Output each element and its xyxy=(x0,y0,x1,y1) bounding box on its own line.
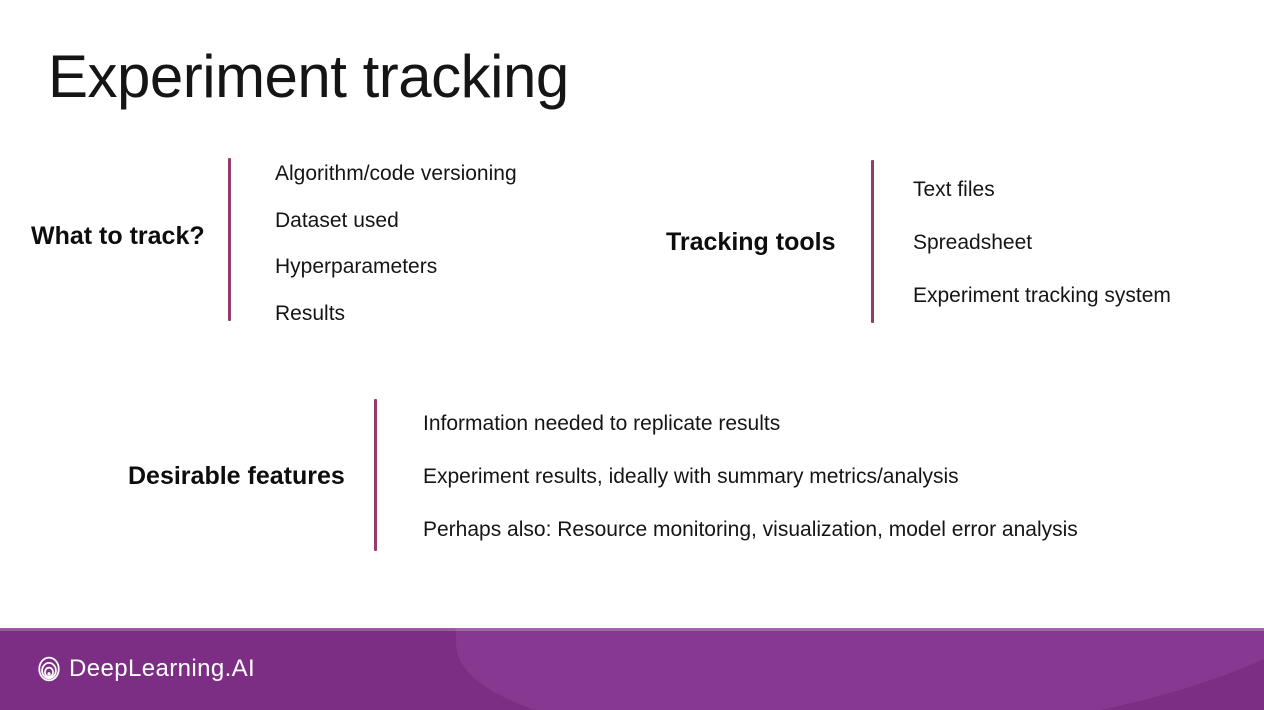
deeplearning-spiral-icon xyxy=(38,656,60,682)
block-divider-tracking-tools xyxy=(871,160,874,323)
block-divider-desirable-features xyxy=(374,399,377,551)
list-item: Experiment tracking system xyxy=(913,284,1171,307)
block-label-tracking-tools: Tracking tools xyxy=(666,228,836,256)
block-label-what-to-track: What to track? xyxy=(31,222,205,250)
brand-logo: DeepLearning.AI xyxy=(36,655,255,683)
list-item: Information needed to replicate results xyxy=(423,412,781,435)
list-item: Experiment results, ideally with summary… xyxy=(423,465,959,488)
list-item: Perhaps also: Resource monitoring, visua… xyxy=(423,518,1078,541)
list-item: Dataset used xyxy=(275,209,399,232)
block-label-desirable-features: Desirable features xyxy=(128,462,345,490)
block-divider-what-to-track xyxy=(228,158,231,321)
list-item: Results xyxy=(275,302,346,325)
footer-top-highlight xyxy=(0,628,1264,631)
list-item: Spreadsheet xyxy=(913,231,1033,254)
list-item: Hyperparameters xyxy=(275,255,438,278)
list-item: Text files xyxy=(913,178,995,201)
list-item: Algorithm/code versioning xyxy=(275,162,517,185)
footer-band: DeepLearning.AI xyxy=(0,628,1264,710)
brand-logo-text: DeepLearning.AI xyxy=(69,655,256,682)
page-title: Experiment tracking xyxy=(48,43,569,110)
footer-decorative-arc xyxy=(448,628,1264,710)
